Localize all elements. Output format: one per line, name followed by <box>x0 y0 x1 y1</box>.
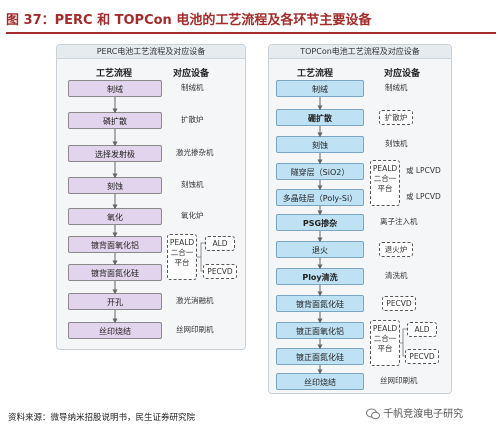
topcon-ald-box: ALD <box>407 322 437 337</box>
peald-line-2: 二合一 <box>373 334 397 343</box>
peald-line-1: PEALD <box>372 324 398 333</box>
watermark-text: 千帆竞渡电子研究 <box>383 409 464 420</box>
topcon-equip-or-lpcvd-1: 或 LPCVD <box>406 166 441 175</box>
perc-equip-laser-doping: 激光掺杂机 <box>176 148 214 157</box>
peald-line-3: 平台 <box>174 258 190 267</box>
perc-ald-box: ALD <box>205 236 235 251</box>
topcon-equip-ion-implant: 离子注入机 <box>380 217 418 226</box>
topcon-col-equipment: 对应设备 <box>384 69 421 79</box>
source-footer: 资料来源：微导纳米招股说明书，民生证券研究院 <box>8 413 196 423</box>
perc-equip-printing: 丝网印刷机 <box>176 325 214 334</box>
topcon-equip-etching: 刻蚀机 <box>385 139 408 148</box>
bracket-lines <box>197 242 407 357</box>
perc-step-texturing: 制绒 <box>68 80 162 97</box>
topcon-equip-or-lpcvd-2: 或 LPCVD <box>406 192 441 201</box>
topcon-pecvd-box-2: PECVD <box>405 349 439 364</box>
topcon-equip-cleaning: 清洗机 <box>385 271 408 280</box>
peald-line-2: 二合一 <box>373 174 397 183</box>
peald-line-3: 平台 <box>377 184 393 193</box>
peald-line-3: 平台 <box>377 344 393 353</box>
topcon-equip-anneal: 退火炉 <box>379 242 413 257</box>
title-divider <box>6 32 496 34</box>
perc-equip-laser-ablation: 激光消融机 <box>176 296 214 305</box>
topcon-pecvd-box: PECVD <box>382 296 416 311</box>
topcon-peald-platform-top: PEALD 二合一 平台 <box>370 160 400 206</box>
peald-line-1: PEALD <box>372 164 398 173</box>
perc-col-equipment: 对应设备 <box>173 69 210 79</box>
perc-pecvd-box: PECVD <box>203 264 237 279</box>
perc-equip-oxidation: 氧化炉 <box>181 211 204 220</box>
peald-line-2: 二合一 <box>170 248 194 257</box>
wechat-icon <box>366 408 380 420</box>
peald-line-1: PEALD <box>169 238 195 247</box>
perc-equip-etching: 刻蚀机 <box>181 180 204 189</box>
topcon-equip-texturing: 制绒机 <box>385 83 408 92</box>
perc-col-process: 工艺流程 <box>96 69 133 79</box>
figure-title: 图 37：PERC 和 TOPCon 电池的工艺流程及各环节主要设备 <box>6 13 372 28</box>
topcon-col-process: 工艺流程 <box>297 69 334 79</box>
topcon-peald-platform-bottom: PEALD 二合一 平台 <box>370 320 400 366</box>
perc-equip-texturing: 制绒机 <box>181 83 204 92</box>
perc-panel-header: PERC电池工艺流程及对应设备 <box>57 45 245 59</box>
topcon-step-rear-sinx: 镀背面氮化硅 <box>276 295 364 312</box>
perc-equip-diffusion: 扩散炉 <box>181 115 204 124</box>
topcon-equip-diffusion: 扩散炉 <box>379 110 413 125</box>
topcon-panel-header: TOPCon电池工艺流程及对应设备 <box>269 45 451 59</box>
perc-peald-platform: PEALD 二合一 平台 <box>167 234 197 280</box>
topcon-equip-printing: 丝网印刷机 <box>380 376 418 385</box>
watermark: 千帆竞渡电子研究 <box>366 405 496 423</box>
topcon-step-texturing: 制绒 <box>276 80 364 97</box>
